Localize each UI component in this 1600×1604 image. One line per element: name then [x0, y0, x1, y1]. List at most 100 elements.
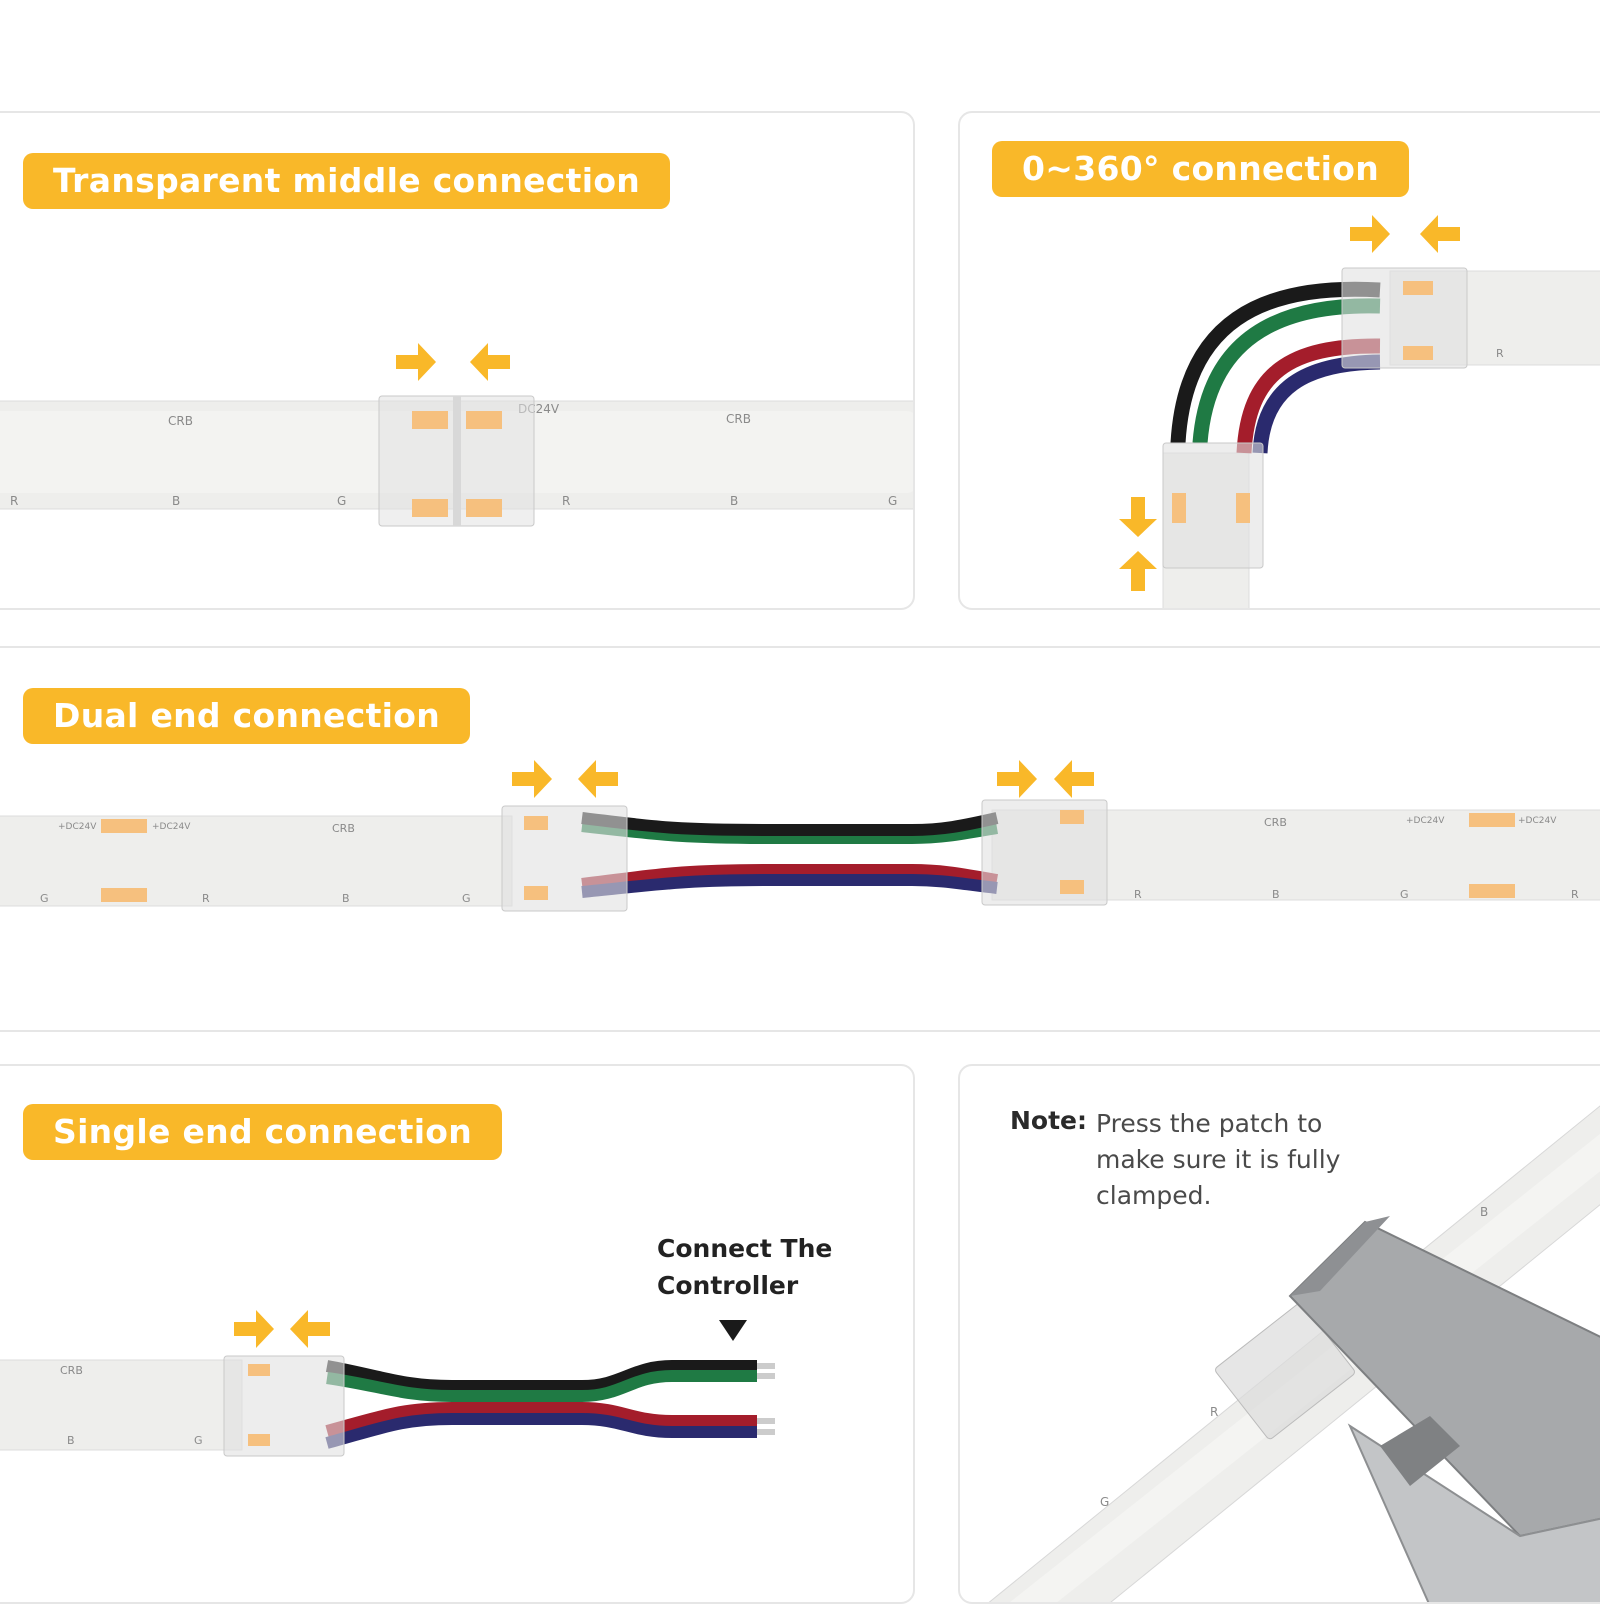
transparent-connector — [223, 1355, 345, 1457]
controller-pointer-icon — [719, 1320, 747, 1341]
wire-green — [581, 820, 999, 844]
push-arrow-icon — [1350, 215, 1390, 253]
led-chip — [1172, 493, 1186, 523]
panel-note: B R G Note: Press the patch to make sure… — [958, 1064, 1600, 1604]
strip-voltage-label: +DC24V — [1518, 816, 1557, 826]
wire-blue — [325, 1413, 757, 1449]
led-chip — [1403, 281, 1433, 295]
angle-connection-illustration: R — [1119, 215, 1600, 608]
strip-voltage-label: +DC24V — [58, 822, 97, 832]
strip-pad-label: B — [1272, 888, 1280, 901]
strip-model-label: CRB — [168, 414, 193, 428]
panel-single-connection: Single end connection Connect The Contro… — [0, 1064, 915, 1604]
strip-pad-label: G — [40, 892, 49, 905]
strip-pad-label: R — [1571, 888, 1579, 901]
middle-connection-illustration: CRB CRB R B G R B G DC24V — [0, 343, 913, 527]
wire-tip — [757, 1363, 775, 1369]
strip-model-label: CRB — [1264, 816, 1287, 829]
push-arrow-icon — [1420, 215, 1460, 253]
strip-pad-label: R — [1210, 1405, 1218, 1419]
transparent-connector — [501, 805, 628, 912]
wire-red — [581, 864, 999, 890]
wire-tip — [757, 1429, 775, 1435]
wire-black — [1170, 281, 1381, 444]
led-chip — [412, 499, 448, 517]
led-chip — [466, 411, 502, 429]
strip-pad-label: R — [202, 892, 210, 905]
note-text: Press the patch to make sure it is fully… — [1096, 1109, 1341, 1210]
wire-green — [326, 1370, 757, 1402]
panel-title-angle: 0~360° connection — [992, 141, 1409, 197]
single-connection-illustration: CRB B G — [0, 1310, 775, 1457]
strip-model-label: CRB — [60, 1364, 83, 1377]
strip-pad-label: G — [1400, 888, 1409, 901]
led-strip — [0, 1359, 243, 1451]
wire-black — [325, 1360, 757, 1392]
strip-pad-label: B — [730, 494, 738, 508]
push-arrow-icon — [512, 760, 552, 798]
wire-red — [325, 1402, 757, 1437]
pliers-hinge — [1380, 1416, 1460, 1486]
connector-divider — [453, 396, 461, 526]
wire-blue — [581, 874, 998, 898]
panel-dual-connection: Dual end connection CRB CRB +DC24V +DC24… — [0, 646, 1600, 1032]
strip-model-label: CRB — [726, 412, 751, 426]
dual-connection-illustration: CRB CRB +DC24V +DC24V +DC24V +DC24V G R … — [0, 760, 1600, 912]
panel-title-dual: Dual end connection — [23, 688, 471, 744]
pliers-jaw-top — [1288, 1220, 1600, 1538]
panel-title-single: Single end connection — [23, 1104, 503, 1160]
note-label: Note: — [1010, 1106, 1088, 1135]
strip-pad-label: G — [194, 1434, 203, 1447]
led-chip — [524, 886, 548, 900]
push-arrow-icon — [290, 1310, 330, 1348]
strip-voltage-label: +DC24V — [152, 822, 191, 832]
led-chip — [1403, 346, 1433, 360]
panel-middle-connection: Transparent middle connection CRB CRB R … — [0, 111, 915, 610]
strip-pad-label: B — [342, 892, 350, 905]
strip-pad-label: R — [1496, 347, 1504, 360]
strip-pad-label: G — [1100, 1495, 1109, 1509]
transparent-connector — [981, 799, 1108, 906]
wire-tip — [757, 1418, 775, 1424]
push-arrow-icon — [1119, 551, 1157, 591]
led-chip — [248, 1364, 270, 1376]
push-arrow-icon — [470, 343, 510, 381]
transparent-connector — [1341, 267, 1468, 369]
led-chip — [248, 1434, 270, 1446]
strip-pad-label: R — [1134, 888, 1142, 901]
strip-pad-label: G — [888, 494, 897, 508]
panel-angle-connection: 0~360° connection R — [958, 111, 1600, 610]
led-chip — [101, 819, 147, 833]
led-strip — [0, 815, 513, 907]
strip-pad-label: B — [1480, 1205, 1488, 1219]
led-chip — [1469, 884, 1515, 898]
wire-black — [581, 812, 999, 836]
strip-pad-label: B — [67, 1434, 75, 1447]
panel-title-middle: Transparent middle connection — [23, 153, 671, 209]
controller-note: Connect The Controller — [657, 1234, 833, 1300]
strip-pad-label: R — [562, 494, 570, 508]
led-chip — [412, 411, 448, 429]
push-arrow-icon — [578, 760, 618, 798]
transparent-connector — [1162, 442, 1264, 569]
strip-model-label: CRB — [332, 822, 355, 835]
led-chip — [1469, 813, 1515, 827]
led-chip — [466, 499, 502, 517]
strip-voltage-label: +DC24V — [1406, 816, 1445, 826]
push-arrow-icon — [234, 1310, 274, 1348]
led-chip — [524, 816, 548, 830]
led-chip — [1060, 880, 1084, 894]
led-chip — [1060, 810, 1084, 824]
push-arrow-icon — [396, 343, 436, 381]
led-chip — [101, 888, 147, 902]
push-arrow-icon — [997, 760, 1037, 798]
wire-tip — [757, 1373, 775, 1379]
pliers-jaw-edge — [1290, 1216, 1390, 1296]
push-arrow-icon — [1119, 497, 1157, 537]
strip-pad-label: R — [10, 494, 18, 508]
strip-pad-label: G — [337, 494, 346, 508]
clamp-illustration: B R G — [988, 1105, 1600, 1602]
led-chip — [1236, 493, 1250, 523]
strip-pad-label: G — [462, 892, 471, 905]
push-arrow-icon — [1054, 760, 1094, 798]
